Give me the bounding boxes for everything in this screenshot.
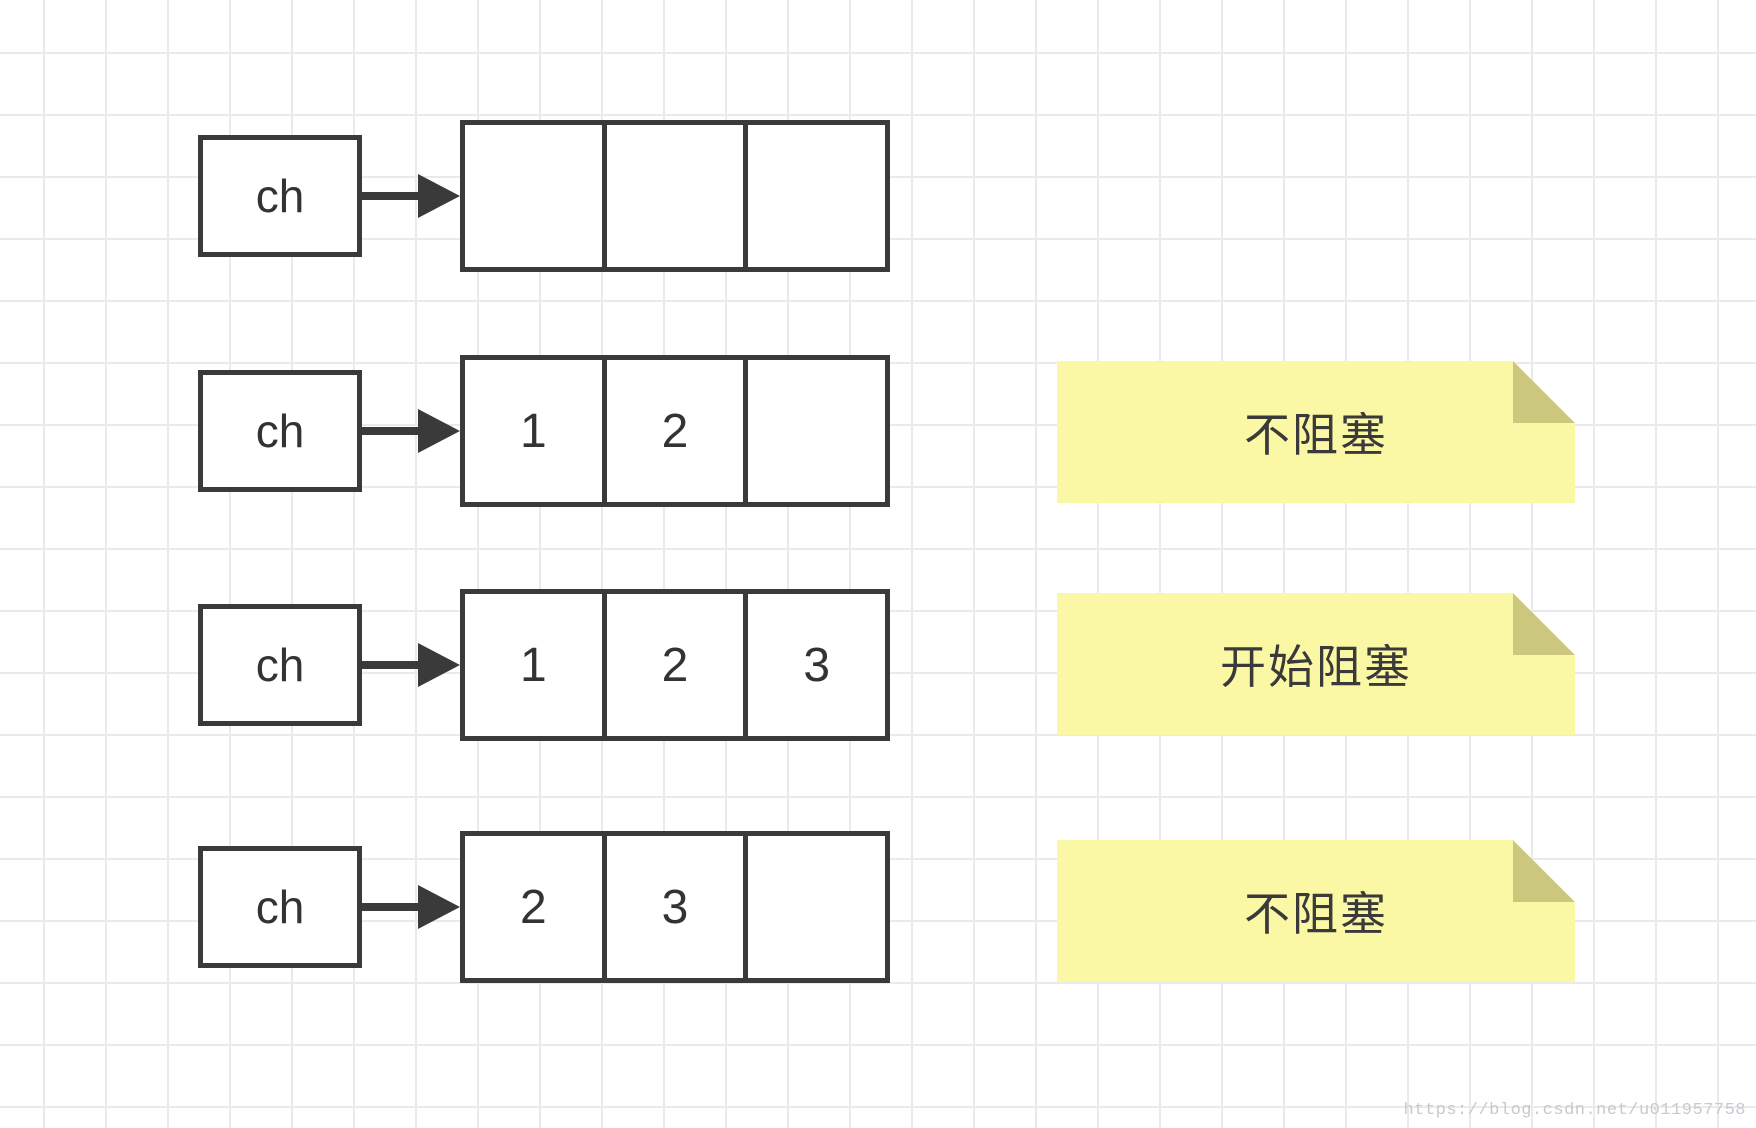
buffer-cell-value: 1 [519,404,547,458]
arrow-head [418,409,460,453]
arrow-icon [362,355,460,507]
arrow-shaft [362,903,424,911]
buffer-cell: 3 [743,594,885,736]
buffer-cell-value: 2 [661,638,689,692]
sticky-note: 不阻塞 [1057,361,1575,503]
channel-label: ch [255,405,305,457]
note-text: 开始阻塞 [1220,641,1412,693]
channel-box: ch [198,604,362,726]
channel-row-1: ch [0,120,1756,272]
channel-box: ch [198,370,362,492]
channel-box: ch [198,846,362,968]
channel-label: ch [255,639,305,691]
arrow-head [418,643,460,687]
buffer-cell [465,125,602,267]
buffer-cell: 2 [601,360,744,502]
arrow-shaft [362,427,424,435]
arrow-icon [362,589,460,741]
channel-buffer: 2 3 [460,831,890,983]
channel-buffer [460,120,890,272]
buffer-cell [743,836,885,978]
arrow-head [418,885,460,929]
arrow-icon [362,831,460,983]
note-text: 不阻塞 [1244,409,1388,461]
buffer-cell: 3 [601,836,744,978]
sticky-note: 开始阻塞 [1057,593,1575,735]
arrow-icon [362,120,460,272]
arrow-shaft [362,192,424,200]
channel-row-3: ch 1 2 3 [0,589,1756,741]
channel-label: ch [255,170,305,222]
buffer-cell: 2 [465,836,602,978]
buffer-cell: 2 [601,594,744,736]
buffer-cell-value: 1 [519,638,547,692]
buffer-cell [601,125,744,267]
sticky-note: 不阻塞 [1057,840,1575,982]
channel-buffer: 1 2 [460,355,890,507]
channel-buffer: 1 2 3 [460,589,890,741]
buffer-cell-value: 3 [803,638,831,692]
note-text: 不阻塞 [1244,888,1388,940]
buffer-cell [743,125,885,267]
channel-row-2: ch 1 2 [0,355,1756,507]
buffer-cell-value: 2 [519,880,547,934]
channel-box: ch [198,135,362,257]
buffer-cell-value: 2 [661,404,689,458]
buffer-cell: 1 [465,594,602,736]
buffer-cell [743,360,885,502]
channel-label: ch [255,881,305,933]
buffer-cell-value: 3 [661,880,689,934]
channel-row-4: ch 2 3 [0,831,1756,983]
watermark-url: https://blog.csdn.net/u011957758 [1403,1101,1746,1120]
buffer-cell: 1 [465,360,602,502]
arrow-head [418,174,460,218]
arrow-shaft [362,661,424,669]
